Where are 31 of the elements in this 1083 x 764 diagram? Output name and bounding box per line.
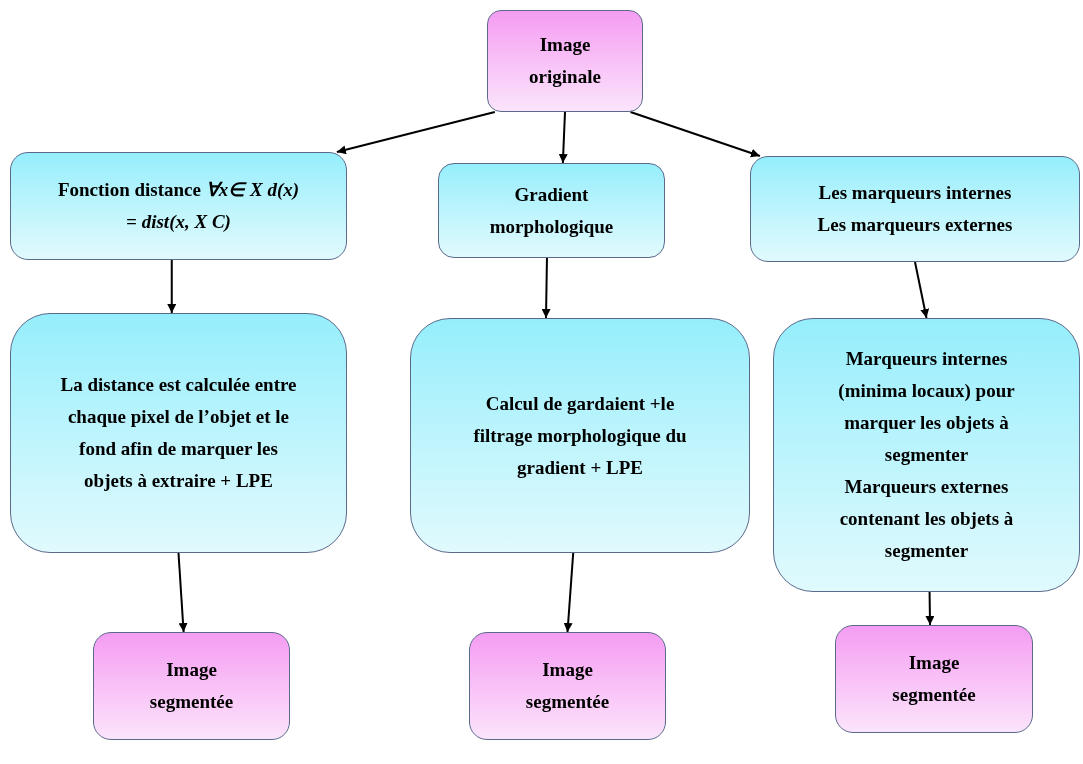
- box-text: Image originale: [528, 33, 602, 89]
- arrow: [914, 261, 930, 319]
- box-text: Image segmentée: [524, 658, 611, 714]
- process-box: [410, 318, 750, 553]
- box-text: Marqueurs externes contenant les objets à segmenter: [838, 475, 1015, 563]
- process-box: [773, 318, 1080, 592]
- box-text: Les marqueurs externes: [817, 213, 1013, 237]
- process-box: [469, 632, 666, 740]
- arrow: [541, 257, 551, 319]
- box-text: Fonction distance ∀x∈ X d(x) = dist(x, X C): [56, 178, 301, 234]
- process-box: [10, 313, 347, 553]
- arrow: [167, 259, 177, 314]
- process-box: [487, 10, 643, 112]
- process-box: [93, 632, 290, 740]
- arrow: [335, 111, 496, 155]
- box-text: Les marqueurs internes: [818, 181, 1012, 205]
- arrow: [563, 552, 575, 633]
- arrow: [629, 111, 761, 158]
- process-box: [750, 156, 1080, 262]
- arrow: [177, 552, 188, 633]
- process-box: [10, 152, 347, 260]
- box-text: Gradient morphologique: [488, 182, 615, 239]
- box-text: Marqueurs internes (minima locaux) pour marquer les objets à segmenter: [837, 347, 1016, 467]
- box-text: La distance est calculée entre chaque pixel de l’objet et le fond afin de marquer les objets à extraire + LPE: [59, 373, 298, 493]
- arrow: [558, 111, 568, 164]
- process-box: [438, 163, 665, 258]
- box-text: Calcul de gardaient +le filtrage morphologique du gradient + LPE: [472, 391, 688, 480]
- process-box: [835, 625, 1033, 733]
- box-text: Image segmentée: [148, 658, 235, 714]
- box-text: Image segmentée: [891, 651, 977, 707]
- arrow: [925, 591, 935, 626]
